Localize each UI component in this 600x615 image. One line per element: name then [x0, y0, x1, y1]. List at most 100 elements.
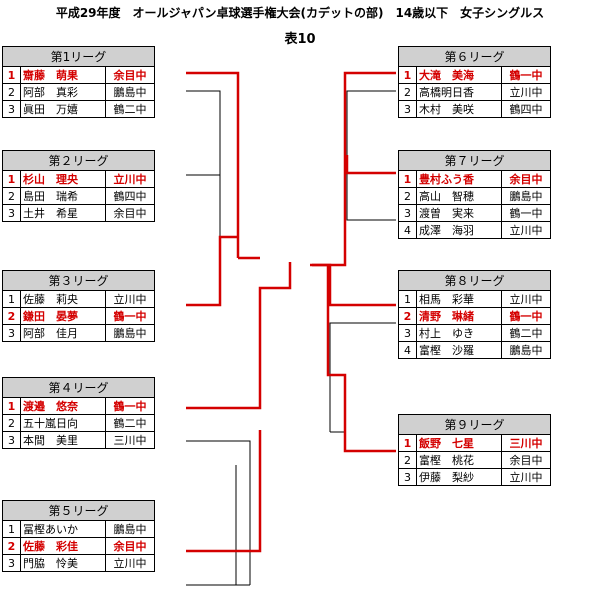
school-name: 三川中	[501, 434, 551, 452]
player-name: 木村 美咲	[416, 100, 502, 118]
player-name: 伊藤 梨紗	[416, 468, 502, 486]
school-name: 立川中	[501, 290, 551, 308]
rank: 3	[2, 204, 21, 222]
rank: 1	[2, 66, 21, 84]
player-name: 富樫 桃花	[416, 451, 502, 469]
school-name: 鵬島中	[105, 83, 155, 101]
league-title: 第２リーグ	[2, 150, 155, 171]
school-name: 鶴一中	[105, 307, 155, 325]
league-title: 第４リーグ	[2, 377, 155, 398]
player-name: 門脇 怜美	[20, 554, 106, 572]
school-name: 鶴二中	[105, 414, 155, 432]
rank: 4	[398, 221, 417, 239]
rank: 3	[398, 100, 417, 118]
player-name: 富樫 沙羅	[416, 341, 502, 359]
league-title: 第1リーグ	[2, 46, 155, 67]
rank: 2	[2, 307, 21, 325]
school-name: 余目中	[501, 451, 551, 469]
school-name: 鶴一中	[501, 204, 551, 222]
school-name: 鶴一中	[501, 307, 551, 325]
rank: 3	[2, 554, 21, 572]
school-name: 鵬島中	[105, 324, 155, 342]
player-name: 島田 瑞希	[20, 187, 106, 205]
school-name: 立川中	[105, 290, 155, 308]
rank: 4	[398, 341, 417, 359]
school-name: 立川中	[105, 554, 155, 572]
bracket-lines-red	[186, 71, 396, 553]
school-name: 鵬島中	[501, 187, 551, 205]
rank: 3	[398, 468, 417, 486]
rank: 2	[2, 414, 21, 432]
rank: 2	[2, 187, 21, 205]
player-name: 杉山 理央	[20, 170, 106, 188]
player-name: 眞田 万嬉	[20, 100, 106, 118]
rank: 2	[398, 307, 417, 325]
school-name: 余目中	[501, 170, 551, 188]
player-name: 村上 ゆき	[416, 324, 502, 342]
player-name: 本間 美里	[20, 431, 106, 449]
league-title: 第８リーグ	[398, 270, 551, 291]
rank: 1	[2, 290, 21, 308]
rank: 2	[398, 83, 417, 101]
school-name: 鶴二中	[501, 324, 551, 342]
school-name: 鵬島中	[105, 520, 155, 538]
league-title: 第６リーグ	[398, 46, 551, 67]
rank: 3	[398, 204, 417, 222]
player-name: 阿部 佳月	[20, 324, 106, 342]
player-name: 阿部 真彩	[20, 83, 106, 101]
player-name: 五十嵐日向	[20, 414, 106, 432]
player-name: 齋藤 萌果	[20, 66, 106, 84]
school-name: 三川中	[105, 431, 155, 449]
school-name: 立川中	[501, 221, 551, 239]
rank: 3	[398, 324, 417, 342]
school-name: 鶴四中	[105, 187, 155, 205]
player-name: 成澤 海羽	[416, 221, 502, 239]
rank: 2	[398, 187, 417, 205]
rank: 1	[398, 170, 417, 188]
rank: 3	[2, 431, 21, 449]
player-name: 高橋明日香	[416, 83, 502, 101]
school-name: 鶴一中	[105, 397, 155, 415]
school-name: 立川中	[501, 83, 551, 101]
school-name: 立川中	[501, 468, 551, 486]
school-name: 鶴二中	[105, 100, 155, 118]
school-name: 余目中	[105, 204, 155, 222]
player-name: 相馬 彩華	[416, 290, 502, 308]
rank: 1	[398, 66, 417, 84]
rank: 2	[398, 451, 417, 469]
league-title: 第３リーグ	[2, 270, 155, 291]
school-name: 余目中	[105, 537, 155, 555]
